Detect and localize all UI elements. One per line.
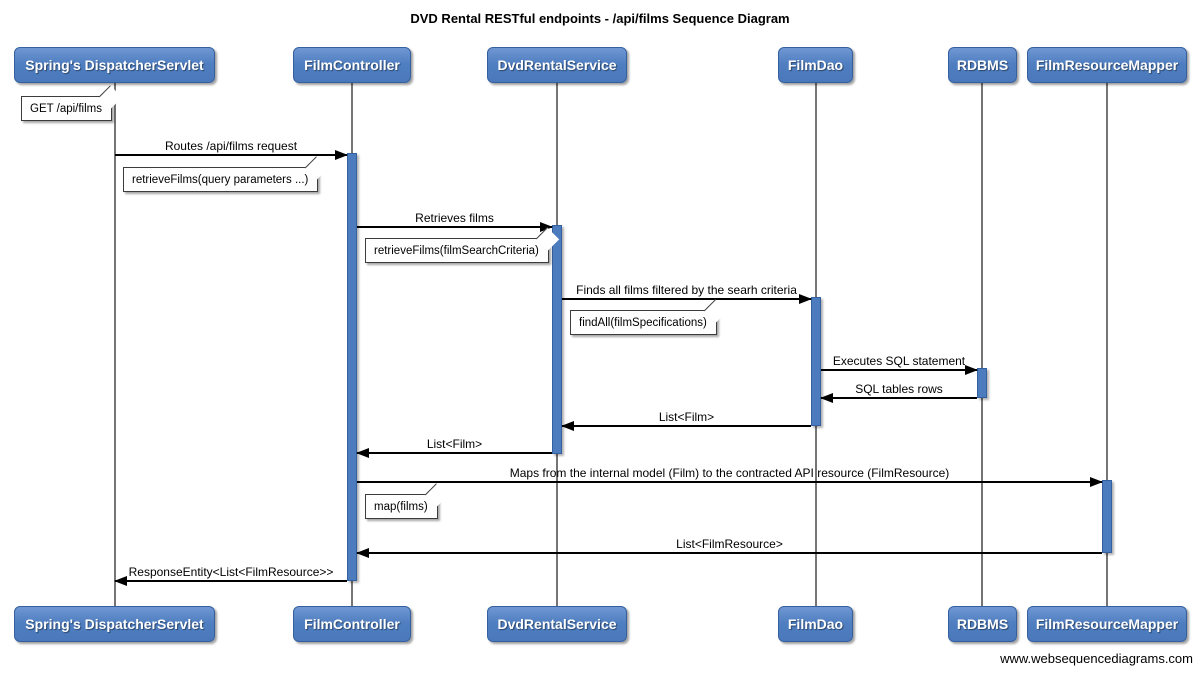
message-label: Executes SQL statement [832, 354, 966, 368]
actor-dvdrentalservice-top: DvdRentalService [487, 47, 627, 83]
actor-label: FilmResourceMapper [1035, 57, 1179, 73]
message-line [357, 226, 552, 228]
message-line [562, 425, 811, 427]
note-map-films: map(films) [365, 483, 448, 519]
lifeline-filmresourcemapper [1106, 82, 1108, 606]
note-text: GET /api/films [30, 103, 102, 115]
message-maps-internal-model: Maps from the internal model (Film) to t… [357, 466, 1103, 487]
message-list-film-dao-to-service: List<Film> [561, 410, 811, 431]
note-text: retrieveFilms(filmSearchCriteria) [374, 245, 539, 257]
message-label: Retrieves films [415, 211, 494, 225]
actor-label: RDBMS [956, 57, 1009, 73]
note-fold-icon [424, 483, 448, 507]
message-label: List<Film> [658, 410, 715, 424]
actor-label: FilmResourceMapper [1035, 616, 1179, 632]
arrowhead-left-icon [114, 576, 127, 586]
message-line [115, 580, 347, 582]
message-line [357, 481, 1102, 483]
actor-filmcontroller-top: FilmController [293, 47, 411, 83]
message-line [562, 298, 811, 300]
arrowhead-right-icon [335, 150, 348, 160]
message-line [357, 552, 1102, 554]
note-fold-icon [305, 156, 329, 180]
actor-dvdrentalservice-bottom: DvdRentalService [487, 606, 627, 642]
lifeline-springs-dispatcherservlet [114, 82, 116, 606]
message-line [115, 154, 347, 156]
note-fold-icon [98, 85, 123, 109]
arrowhead-right-icon [1090, 477, 1103, 487]
arrowhead-right-icon [799, 294, 812, 304]
arrowhead-left-icon [820, 393, 833, 403]
actor-filmdao-bottom: FilmDao [778, 606, 853, 642]
message-label: List<FilmResource> [676, 537, 783, 551]
actor-label: FilmDao [787, 57, 844, 73]
arrowhead-left-icon [356, 448, 369, 458]
message-label: SQL tables rows [855, 382, 943, 396]
actor-label: FilmController [304, 616, 400, 632]
message-list-film-service-to-controller: List<Film> [356, 437, 552, 458]
note-text: findAll(filmSpecifications) [579, 317, 707, 329]
message-retrieves-films: Retrieves films [357, 211, 553, 232]
note-text: map(films) [374, 501, 428, 513]
message-label: List<Film> [426, 437, 483, 451]
actor-rdbms-bottom: RDBMS [948, 606, 1017, 642]
arrowhead-left-icon [561, 421, 574, 431]
message-executes-sql-statement: Executes SQL statement [821, 354, 978, 375]
message-label: Finds all films filtered by the searh cr… [576, 283, 797, 297]
message-sql-tables-rows: SQL tables rows [820, 382, 977, 403]
actor-springs-dispatcherservlet-top: Spring's DispatcherServlet [14, 47, 215, 83]
message-line [821, 369, 977, 371]
message-finds-all-films: Finds all films filtered by the searh cr… [562, 283, 812, 304]
actor-filmresourcemapper-bottom: FilmResourceMapper [1027, 606, 1187, 642]
activation-filmresourcemapper [1102, 480, 1112, 553]
note-get-api-films: GET /api/films [21, 85, 123, 121]
note-retrievefilms-query-parameters: retrieveFilms(query parameters ...) [123, 156, 329, 192]
note-fold-icon [703, 299, 727, 323]
diagram-title: DVD Rental RESTful endpoints - /api/film… [410, 11, 790, 26]
actor-filmdao-top: FilmDao [778, 47, 853, 83]
actor-label: Spring's DispatcherServlet [25, 57, 204, 73]
actor-label: DvdRentalService [497, 616, 617, 632]
message-label: Routes /api/films request [164, 139, 298, 153]
message-label: Maps from the internal model (Film) to t… [509, 466, 950, 480]
arrowhead-left-icon [356, 548, 369, 558]
message-list-filmresource: List<FilmResource> [356, 537, 1102, 558]
actor-label: FilmController [304, 57, 400, 73]
message-line [821, 397, 977, 399]
activation-filmdao [811, 297, 821, 426]
arrowhead-right-icon [540, 222, 553, 232]
actor-filmresourcemapper-top: FilmResourceMapper [1027, 47, 1187, 83]
actor-springs-dispatcherservlet-bottom: Spring's DispatcherServlet [14, 606, 215, 642]
activation-rdbms [977, 368, 987, 398]
activation-dvdrentalservice [552, 225, 562, 454]
message-responseentity: ResponseEntity<List<FilmResource>> [114, 565, 347, 586]
message-label: ResponseEntity<List<FilmResource>> [128, 565, 334, 579]
activation-filmcontroller [347, 153, 357, 581]
message-routes-api-films-request: Routes /api/films request [115, 139, 348, 160]
actor-label: RDBMS [956, 616, 1009, 632]
note-text: retrieveFilms(query parameters ...) [132, 174, 309, 186]
actor-filmcontroller-bottom: FilmController [293, 606, 411, 642]
watermark-text: www.websequencediagrams.com [1000, 651, 1193, 666]
note-retrievefilms-filmsearchcriteria: retrieveFilms(filmSearchCriteria) [365, 227, 560, 263]
lifeline-rdbms [981, 82, 983, 606]
actor-label: FilmDao [787, 616, 844, 632]
actor-label: Spring's DispatcherServlet [25, 616, 204, 632]
actor-label: DvdRentalService [497, 57, 617, 73]
actor-rdbms-top: RDBMS [948, 47, 1017, 83]
message-line [357, 452, 552, 454]
arrowhead-right-icon [965, 365, 978, 375]
note-findall-filmspecifications: findAll(filmSpecifications) [570, 299, 727, 335]
